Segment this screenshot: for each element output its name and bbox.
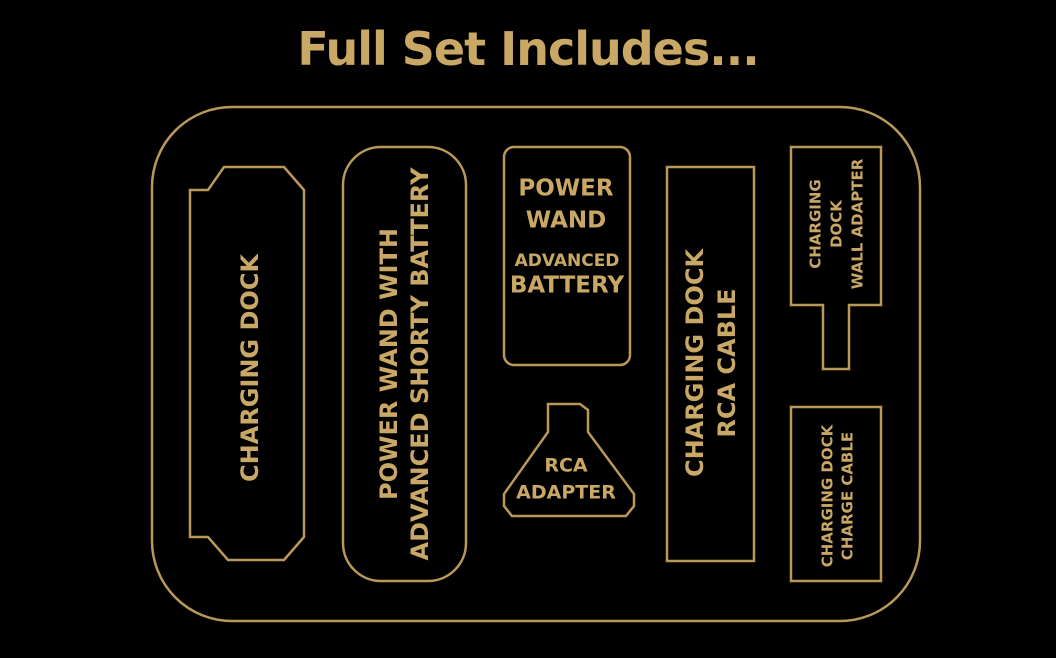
wall-adapter-label-line1: CHARGING xyxy=(807,179,825,268)
wall-adapter-outline xyxy=(789,145,883,371)
rca-cable-label-line2: RCA CABLE xyxy=(713,288,741,437)
power-wand-advanced-outline xyxy=(502,145,632,367)
rca-adapter-label-line1: RCA xyxy=(544,455,588,477)
power-wand-shorty-label-line2: ADVANCED SHORTY BATTERY xyxy=(406,167,434,561)
power-wand-advanced-heading-line2: WAND xyxy=(526,208,606,234)
rca-adapter-label-line2: ADAPTER xyxy=(516,482,616,504)
power-wand-advanced-heading-line1: POWER xyxy=(518,176,613,202)
charge-cable-label-line2: CHARGE CABLE xyxy=(839,432,857,560)
case-tray-outline xyxy=(150,105,922,623)
rca-cable-label-line1: CHARGING DOCK xyxy=(681,248,709,477)
charging-dock-outline xyxy=(188,165,306,562)
wall-adapter-label-line3: WALL ADAPTER xyxy=(849,158,867,289)
charge-cable-outline xyxy=(789,405,883,583)
wall-adapter-label-line2: DOCK xyxy=(828,199,846,248)
power-wand-shorty-outline xyxy=(341,145,468,583)
charge-cable-label-line1: CHARGING DOCK xyxy=(819,423,837,567)
power-wand-advanced-sub-line1: ADVANCED xyxy=(515,251,620,271)
rca-adapter-outline xyxy=(502,402,636,518)
rca-cable-outline xyxy=(665,165,756,563)
power-wand-shorty-label-line1: POWER WAND WITH xyxy=(375,228,403,500)
power-wand-advanced-sub-line2: BATTERY xyxy=(510,273,625,299)
charging-dock-label: CHARGING DOCK xyxy=(236,253,264,482)
page-title: Full Set Includes... xyxy=(297,22,759,76)
